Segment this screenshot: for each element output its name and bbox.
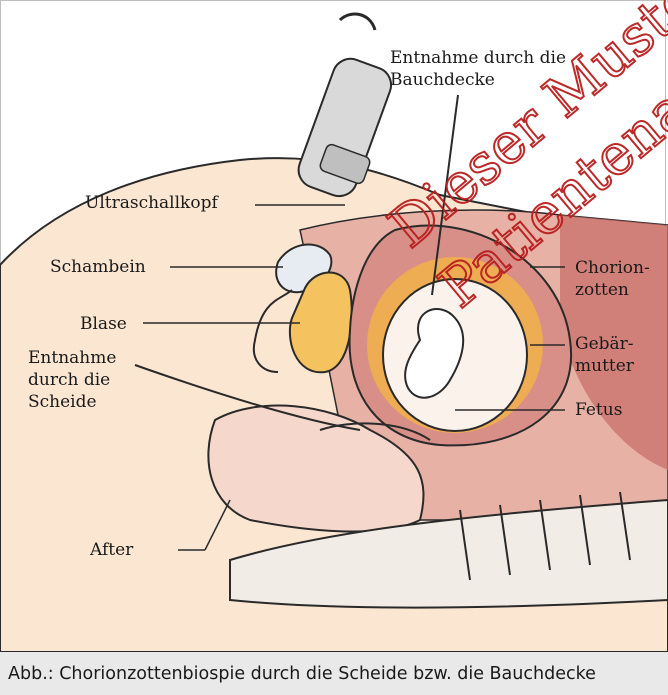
label-pubic-bone: Schambein: [50, 256, 146, 278]
label-vaginal-sampling: Entnahme durch die Scheide: [28, 347, 116, 413]
label-uterus: Gebär- mutter: [575, 333, 634, 377]
label-fetus: Fetus: [575, 399, 622, 421]
label-abdominal-sampling: Entnahme durch die Bauchdecke: [390, 47, 566, 91]
label-bladder: Blase: [80, 313, 127, 335]
label-ultrasound-probe: Ultraschallkopf: [85, 192, 218, 214]
label-chorionic-villi: Chorion- zotten: [575, 257, 650, 301]
label-anus: After: [90, 539, 133, 561]
caption: Abb.: Chorionzottenbiospie durch die Sch…: [0, 652, 668, 695]
